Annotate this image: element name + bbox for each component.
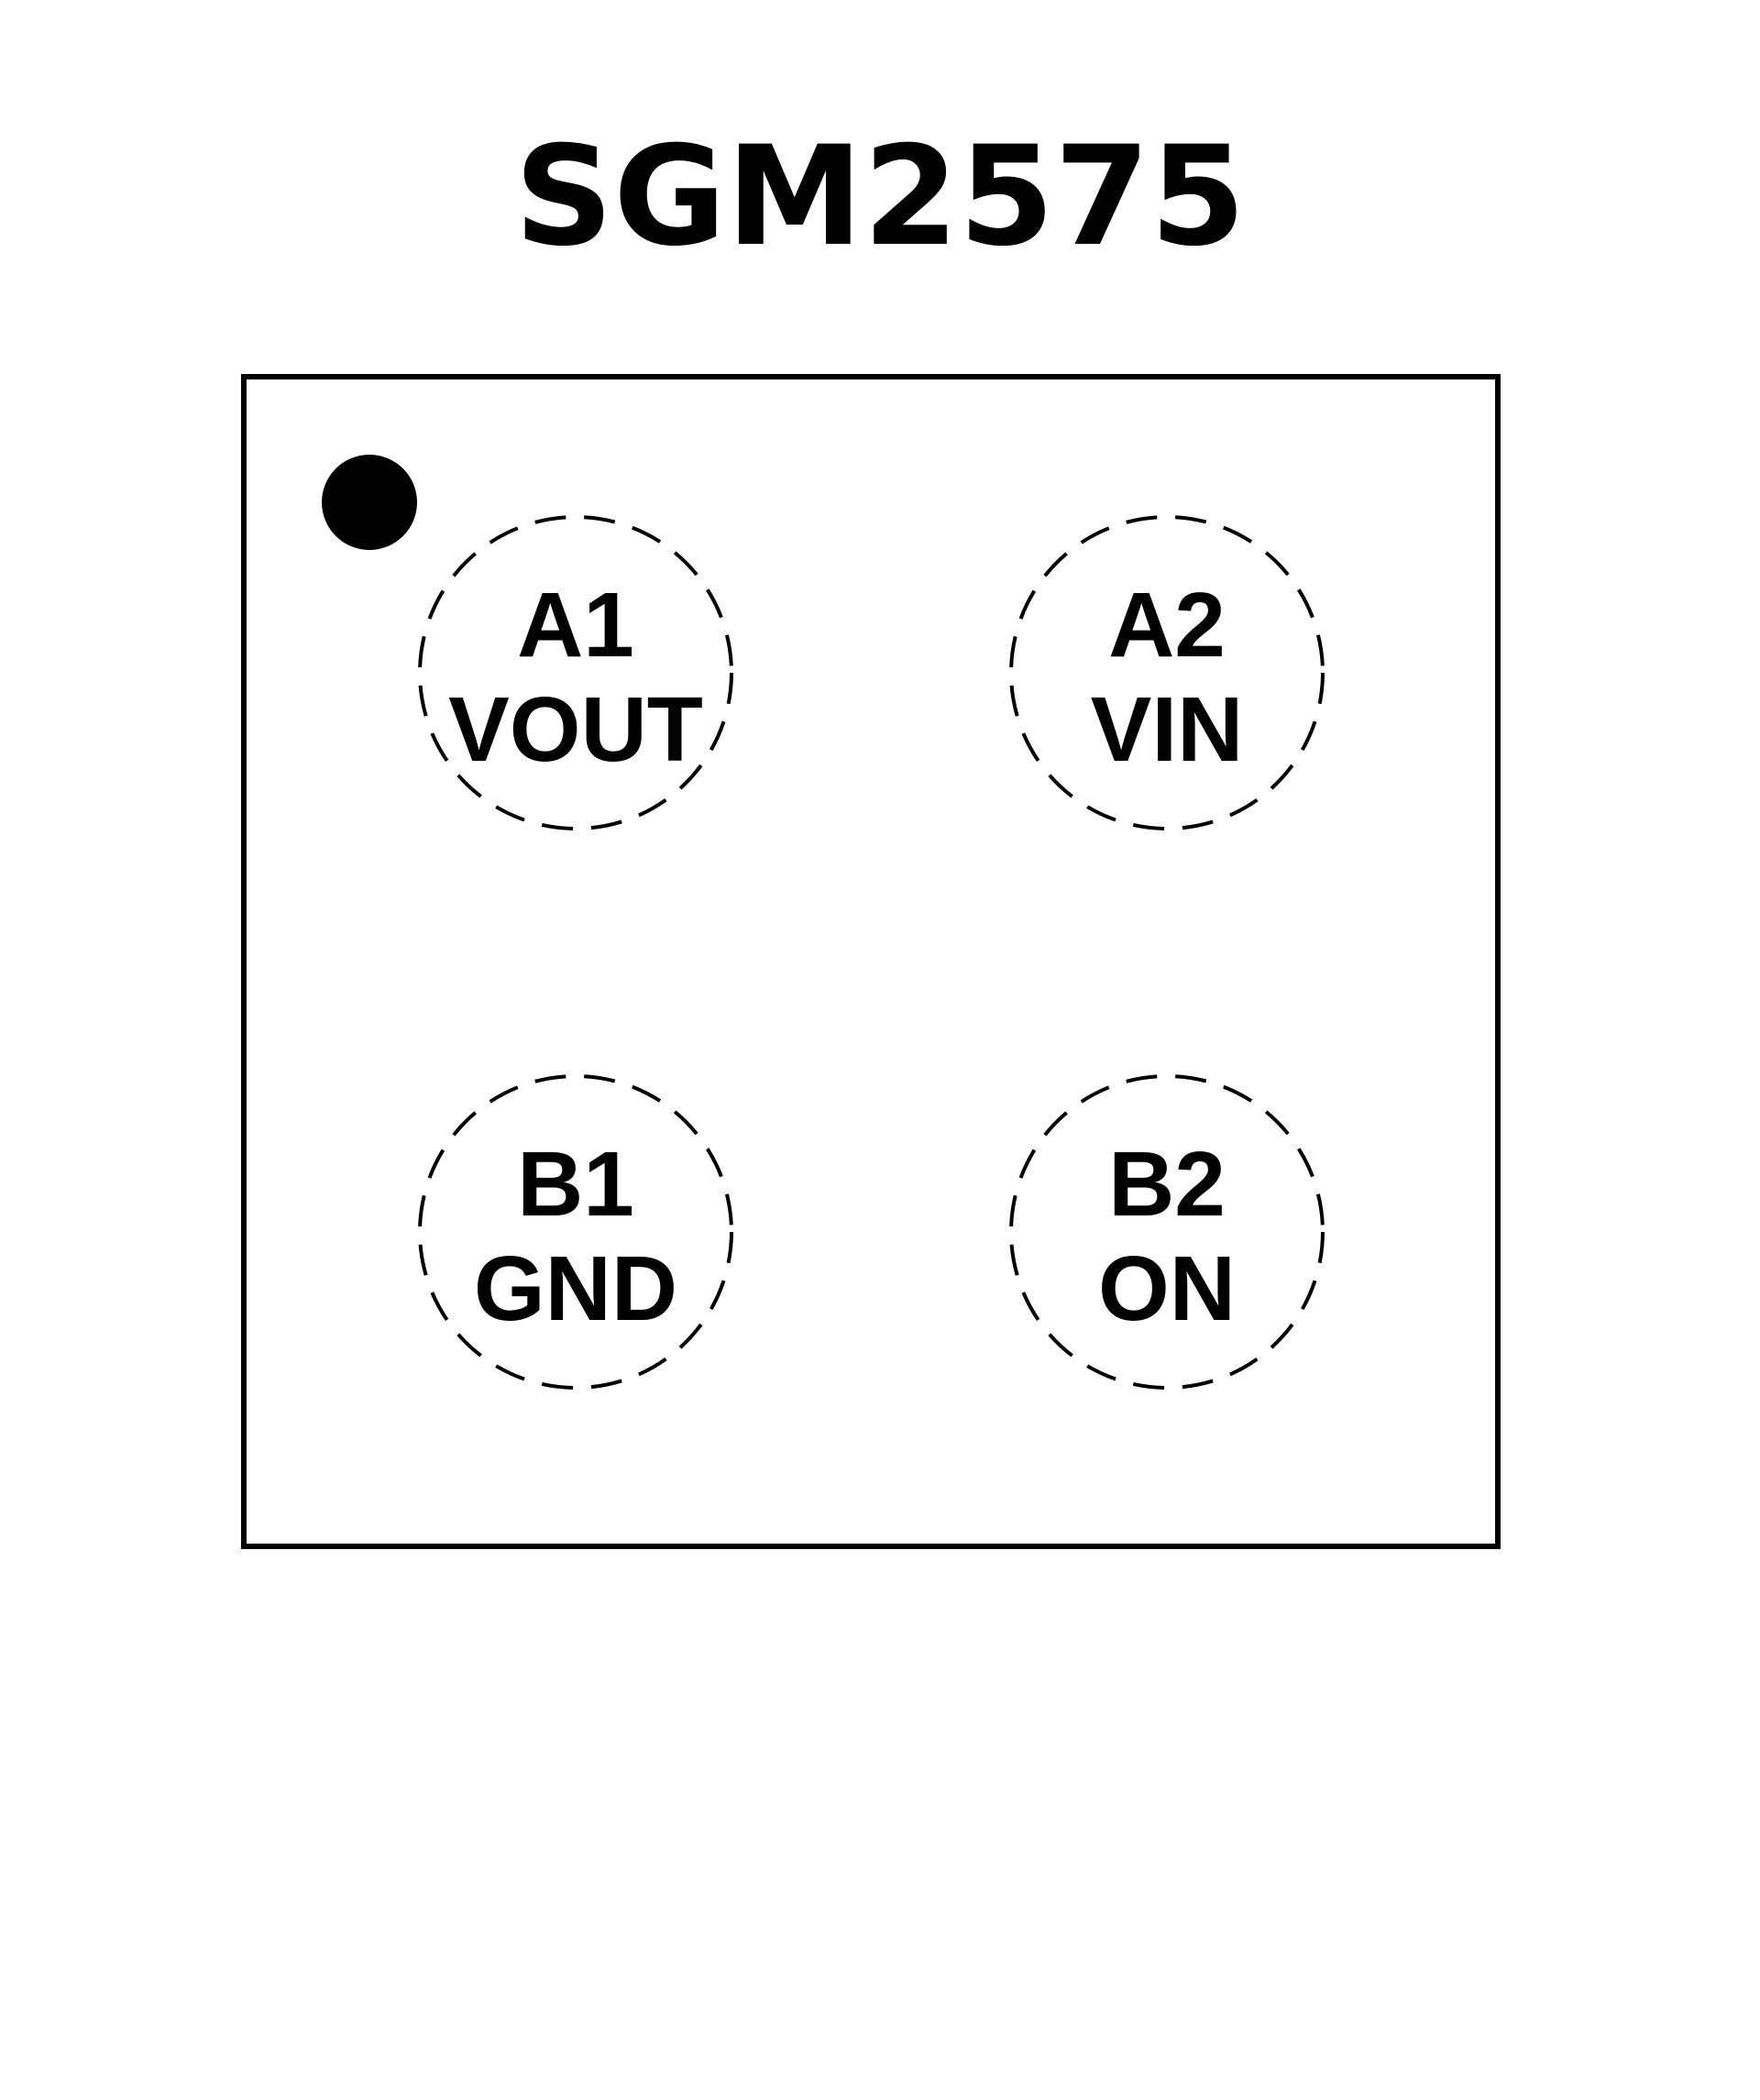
pin-b2: B2 ON	[1009, 1074, 1325, 1390]
pin-id: A1	[517, 574, 634, 676]
pin-id: A2	[1108, 574, 1226, 676]
pin-a1: A1 VOUT	[418, 515, 733, 830]
pin1-marker-dot	[322, 455, 417, 550]
pin-name: ON	[1098, 1237, 1236, 1340]
pin-a2: A2 VIN	[1009, 515, 1325, 830]
pin-outline	[418, 1074, 733, 1390]
pin-id: B2	[1108, 1133, 1226, 1236]
chip-title: SGM2575	[514, 117, 1246, 277]
pin-name: GND	[474, 1237, 677, 1340]
pin-outline	[1009, 1074, 1325, 1390]
package-outline	[241, 374, 1501, 1549]
pin-name: VIN	[1091, 678, 1244, 781]
pin-b1: B1 GND	[418, 1074, 733, 1390]
pin-name: VOUT	[448, 678, 703, 781]
pin-outline	[418, 515, 733, 830]
pin-outline	[1009, 515, 1325, 830]
pin-id: B1	[517, 1133, 634, 1236]
